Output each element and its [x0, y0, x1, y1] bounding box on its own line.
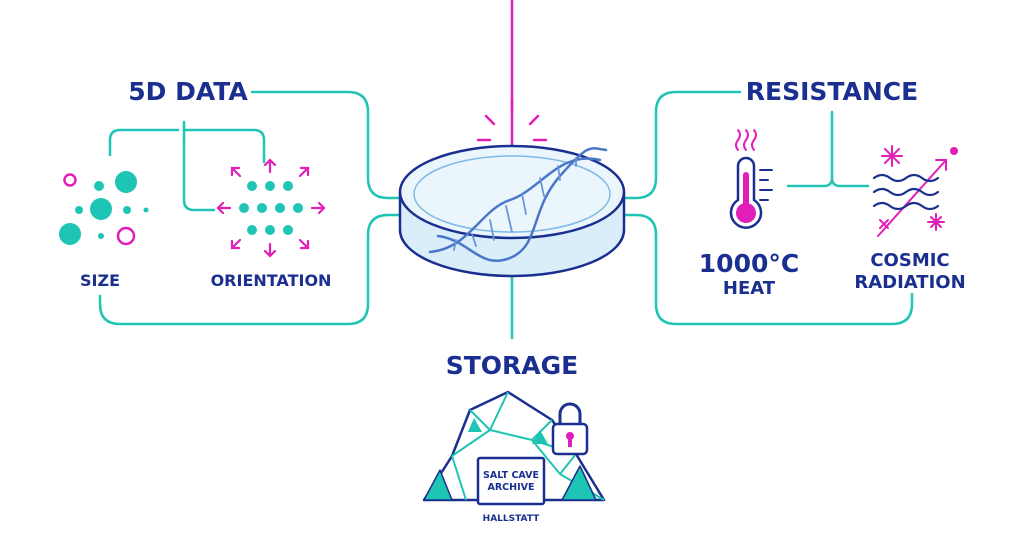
archive-label-line2: ARCHIVE [488, 482, 535, 493]
salt-cave-icon [422, 390, 606, 502]
glass-disc-icon [398, 144, 626, 278]
connector-bottom-left [98, 213, 402, 326]
label-cosmic: COSMIC [870, 250, 949, 271]
heat-waves-icon [735, 129, 757, 151]
archive-box [476, 456, 546, 506]
connector-orientation [182, 138, 216, 212]
heading-5d-data: 5D DATA [128, 77, 248, 106]
connector-lines [98, 90, 914, 340]
cosmic-ray-icon [872, 145, 958, 237]
size-dots-icon [59, 171, 149, 246]
label-heat: HEAT [723, 278, 776, 299]
label-heat-value: 1000°C [699, 249, 799, 278]
connector-5d-data [250, 90, 402, 200]
padlock-icon [551, 402, 589, 456]
connector-bottom-right [622, 213, 914, 326]
heading-storage: STORAGE [446, 351, 579, 380]
label-orientation: ORIENTATION [211, 271, 332, 290]
orientation-grid-icon [216, 158, 326, 258]
connector-5d-bracket [108, 120, 266, 164]
dna-helix-icon [428, 147, 608, 262]
laser-beam-icon [476, 0, 548, 164]
thermometer-icon [729, 156, 773, 229]
connector-resistance [622, 90, 742, 200]
label-radiation: RADIATION [854, 272, 965, 293]
heading-resistance: RESISTANCE [746, 77, 918, 106]
label-hallstatt: HALLSTATT [483, 514, 541, 524]
label-size: SIZE [80, 271, 120, 290]
connector-resistance-bracket [786, 110, 870, 188]
archive-label-line1: SALT CAVE [483, 470, 539, 481]
